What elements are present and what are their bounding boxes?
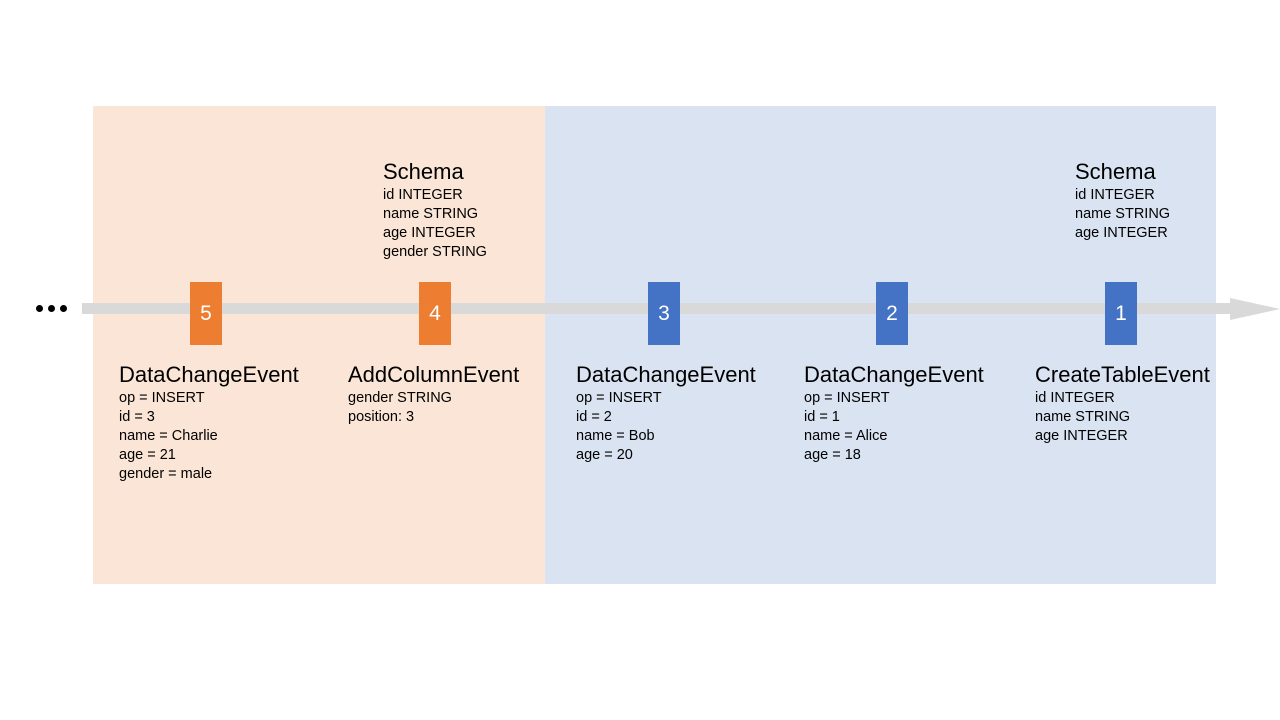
event-detail: name = Bob: [576, 428, 655, 444]
event-detail: gender STRING: [348, 390, 452, 406]
schema-field: gender STRING: [383, 244, 487, 260]
event-detail: position: 3: [348, 409, 415, 425]
schema-field: age INTEGER: [1075, 225, 1168, 241]
schema-block-initial: Schema id INTEGER name STRING age INTEGE…: [1075, 159, 1170, 243]
event-3: DataChangeEvent op = INSERT id = 2 name …: [576, 362, 756, 465]
marker-number: 5: [200, 301, 212, 325]
event-detail: age = 21: [119, 447, 176, 463]
event-5: DataChangeEvent op = INSERT id = 3 name …: [119, 362, 299, 484]
event-detail: name = Alice: [804, 428, 888, 444]
event-detail: gender = male: [119, 466, 213, 482]
marker-number: 1: [1115, 301, 1127, 325]
event-title: DataChangeEvent: [119, 362, 299, 387]
schema-title: Schema: [1075, 159, 1156, 184]
blue-region: [545, 106, 1216, 584]
event-detail: age = 20: [576, 447, 633, 463]
marker-number: 2: [886, 301, 898, 325]
event-title: DataChangeEvent: [804, 362, 984, 387]
schema-block-after-add-column: Schema id INTEGER name STRING age INTEGE…: [383, 159, 487, 262]
event-detail: age = 18: [804, 447, 861, 463]
event-marker-4: 4: [419, 282, 451, 345]
event-detail: op = INSERT: [119, 390, 205, 406]
event-marker-1: 1: [1105, 282, 1137, 345]
schema-field: name STRING: [383, 206, 479, 222]
event-detail: id = 1: [804, 409, 840, 425]
event-marker-3: 3: [648, 282, 680, 345]
event-marker-2: 2: [876, 282, 908, 345]
ellipsis-icon: [36, 305, 70, 313]
event-title: DataChangeEvent: [576, 362, 756, 387]
marker-number: 3: [658, 301, 670, 325]
event-title: AddColumnEvent: [348, 362, 520, 387]
event-2: DataChangeEvent op = INSERT id = 1 name …: [804, 362, 984, 465]
orange-region: [93, 106, 545, 584]
event-detail: age INTEGER: [1035, 428, 1128, 444]
event-title: CreateTableEvent: [1035, 362, 1210, 387]
event-4: AddColumnEvent gender STRING position: 3: [348, 362, 519, 427]
schema-field: age INTEGER: [383, 225, 476, 241]
timeline-arrowhead-icon: [1230, 298, 1280, 320]
event-detail: id INTEGER: [1035, 390, 1115, 406]
event-detail: name STRING: [1035, 409, 1131, 425]
event-detail: id = 2: [576, 409, 612, 425]
event-1: CreateTableEvent id INTEGER name STRING …: [1035, 362, 1210, 446]
schema-field: name STRING: [1075, 206, 1171, 222]
schema-field: id INTEGER: [1075, 187, 1155, 203]
event-detail: name = Charlie: [119, 428, 218, 444]
schema-title: Schema: [383, 159, 464, 184]
schema-field: id INTEGER: [383, 187, 463, 203]
event-detail: id = 3: [119, 409, 155, 425]
event-detail: op = INSERT: [576, 390, 662, 406]
event-marker-5: 5: [190, 282, 222, 345]
event-detail: op = INSERT: [804, 390, 890, 406]
marker-number: 4: [429, 301, 441, 325]
